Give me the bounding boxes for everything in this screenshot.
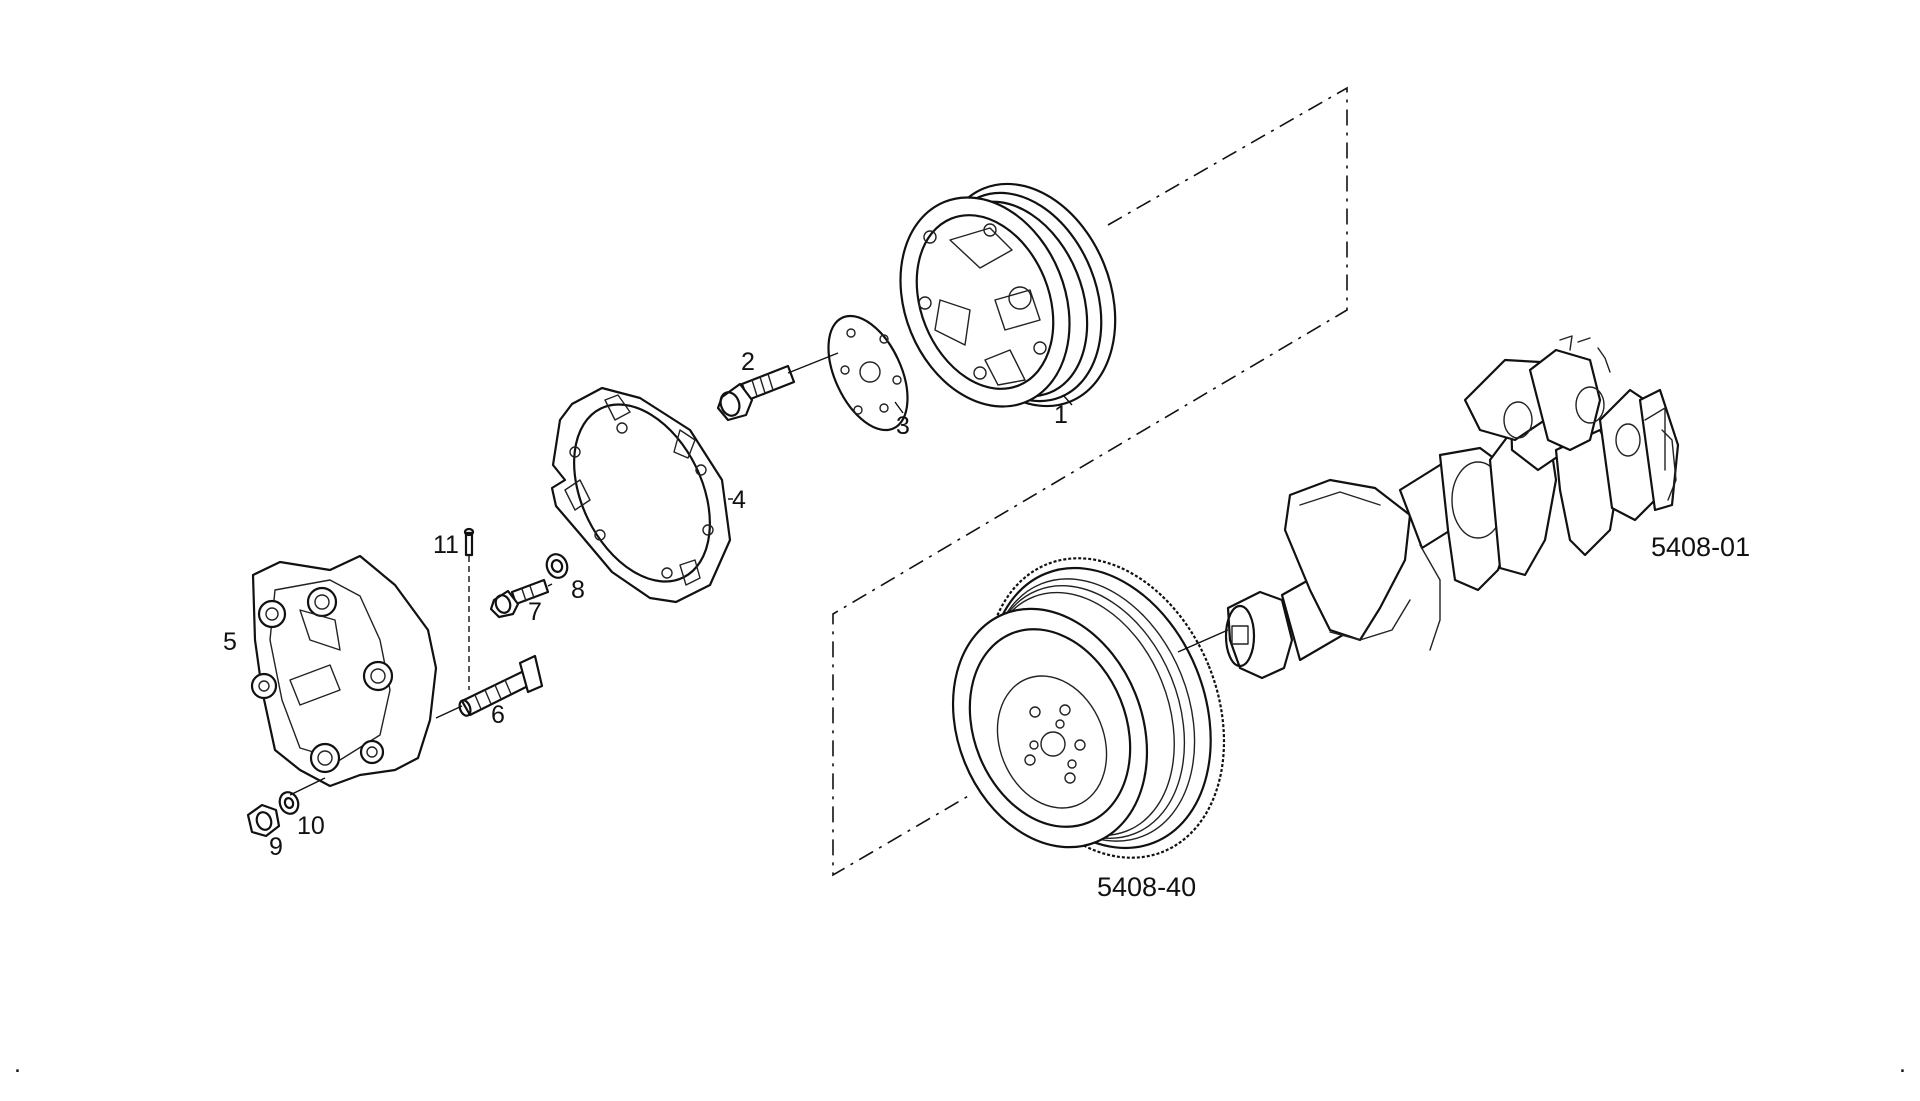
assembly-5408-40-toothed-pulley <box>951 557 1226 859</box>
callout-4: 4 <box>732 486 746 514</box>
part-4-bracket-plate <box>550 386 732 604</box>
callout-2: 2 <box>741 348 755 376</box>
callout-10: 10 <box>297 812 325 840</box>
reference-5408-01: 5408-01 <box>1651 532 1750 562</box>
reference-5408-40: 5408-40 <box>1097 872 1196 902</box>
callout-labels: 1 2 3 4 5 6 7 8 9 10 11 <box>223 348 1068 861</box>
callout-6: 6 <box>491 701 505 729</box>
callout-5: 5 <box>223 628 237 656</box>
assembly-5408-01-crankshaft <box>1224 335 1680 680</box>
callout-9: 9 <box>269 833 283 861</box>
part-9-nut <box>246 803 281 838</box>
corner-mark-left: . <box>14 1050 21 1078</box>
callout-7: 7 <box>528 598 542 626</box>
part-2-bolt <box>716 364 796 422</box>
part-7-small-bolt <box>489 578 550 619</box>
part-11-dowel-pin <box>463 527 475 690</box>
part-6-stud <box>458 654 544 717</box>
callout-3: 3 <box>896 412 910 440</box>
callout-8: 8 <box>571 576 585 604</box>
callout-1: 1 <box>1054 401 1068 429</box>
part-8-washer <box>545 553 569 579</box>
callout-11: 11 <box>433 531 459 559</box>
part-10-washer <box>278 791 300 815</box>
leader-lines <box>289 352 1229 796</box>
dashed-reference-outline <box>832 86 1348 877</box>
reference-labels: 5408-01 5408-40 <box>1097 532 1750 902</box>
part-5-hub-housing <box>250 554 438 788</box>
corner-mark-right: . <box>1899 1050 1906 1078</box>
part-3-washer-plate <box>827 314 909 432</box>
part-1-damper-pulley <box>899 182 1117 408</box>
